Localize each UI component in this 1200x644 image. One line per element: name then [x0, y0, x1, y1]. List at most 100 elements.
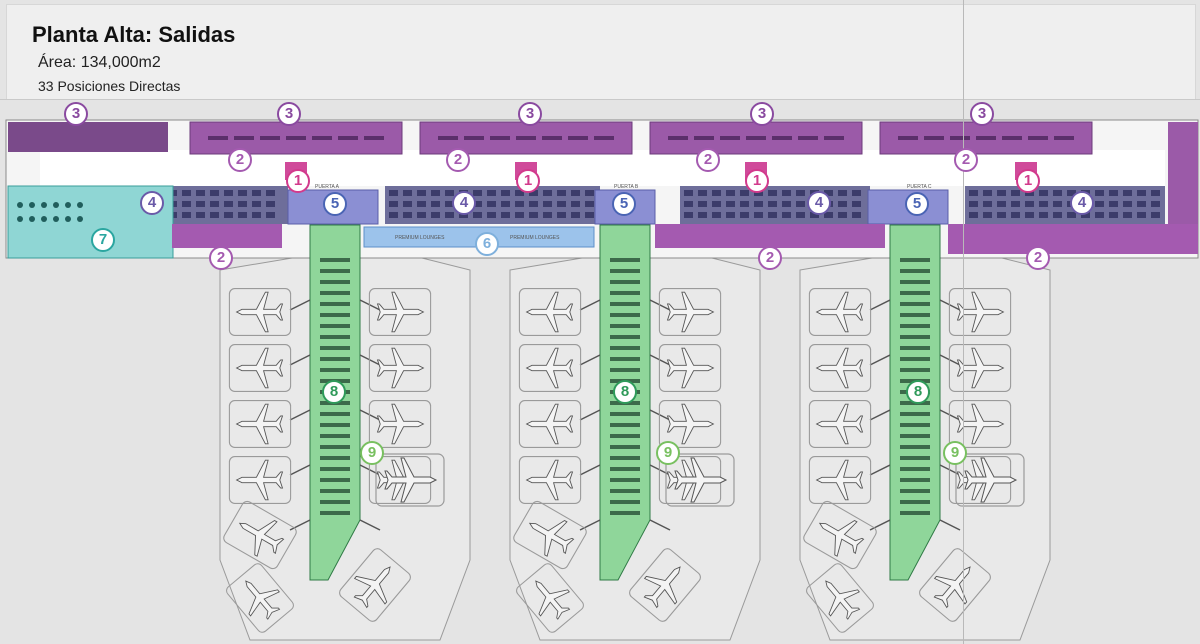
seat: [515, 212, 524, 218]
pier-seat-row: [610, 346, 640, 350]
aircraft: [808, 344, 872, 392]
boarding-bridge: [359, 299, 381, 311]
aircraft: [955, 453, 1025, 507]
seat: [196, 201, 205, 207]
seat: [389, 201, 398, 207]
seat: [1067, 190, 1076, 196]
boarding-bridge: [649, 299, 671, 311]
seat: [712, 212, 721, 218]
aircraft-shape: [235, 403, 284, 445]
seat-row: [798, 136, 818, 140]
stand-outline: [516, 563, 584, 633]
stand-outline: [919, 548, 991, 622]
premium-lounges-label-2: PREMIUM LOUNGES: [510, 235, 560, 241]
stand-outline: [808, 288, 872, 336]
aircraft: [948, 400, 1012, 448]
seat: [782, 190, 791, 196]
aircraft: [368, 400, 432, 448]
seat: [487, 201, 496, 207]
zone-badge: 8: [613, 380, 637, 404]
pier-seat-row: [320, 434, 350, 438]
zone-badge: 8: [322, 380, 346, 404]
seat-row: [312, 136, 332, 140]
aircraft-shape: [815, 347, 864, 389]
seat: [210, 190, 219, 196]
stand-outline: [948, 288, 1012, 336]
aircraft: [228, 400, 292, 448]
seat: [585, 212, 594, 218]
pier-seat-row: [320, 368, 350, 372]
aircraft-shape: [525, 347, 574, 389]
pier-seat-row: [900, 478, 930, 482]
seat: [445, 201, 454, 207]
seat: [983, 190, 992, 196]
seat: [1137, 190, 1146, 196]
seat-row: [260, 136, 280, 140]
zone-badge: 6: [475, 232, 499, 256]
boarding-bridge: [869, 354, 891, 366]
stand-outline: [948, 400, 1012, 448]
boarding-bridge: [869, 409, 891, 421]
aircraft-shape: [235, 347, 284, 389]
seat-row: [338, 136, 358, 140]
aircraft-shape: [964, 457, 1018, 503]
aircraft-shape: [956, 403, 1005, 445]
aircraft-shape: [956, 347, 1005, 389]
puerta-a-label: PUERTA A: [315, 184, 340, 190]
seat: [1025, 212, 1034, 218]
service-fixture: [41, 202, 47, 208]
seat: [810, 212, 819, 218]
stand-outline: [665, 453, 735, 507]
seat: [501, 190, 510, 196]
seat: [1081, 212, 1090, 218]
seat: [684, 212, 693, 218]
aircraft-shape: [825, 580, 861, 620]
seat: [838, 212, 847, 218]
seat: [473, 212, 482, 218]
stand-outline: [339, 548, 411, 622]
pier-seat-row: [900, 291, 930, 295]
seat: [196, 212, 205, 218]
aircraft: [518, 400, 582, 448]
boarding-bridge: [359, 354, 381, 366]
aircraft: [658, 400, 722, 448]
service-fixture: [53, 202, 59, 208]
boarding-bridge: [289, 409, 311, 421]
aircraft-shape: [245, 580, 281, 620]
seat: [252, 190, 261, 196]
boarding-bridge: [649, 519, 671, 531]
zone-badge: 3: [64, 102, 88, 126]
pier-seat-row: [610, 280, 640, 284]
aircraft-shape: [235, 459, 284, 501]
service-fixture: [29, 216, 35, 222]
shop-strip: [655, 224, 885, 248]
seat: [726, 212, 735, 218]
aircraft: [228, 288, 292, 336]
aircraft: [518, 344, 582, 392]
stand-outline: [518, 456, 582, 504]
stand-outline: [228, 456, 292, 504]
aircraft-shape: [525, 291, 574, 333]
seat: [712, 190, 721, 196]
pier-seat-row: [900, 368, 930, 372]
seat: [1095, 212, 1104, 218]
aircraft: [629, 548, 701, 622]
pier-seat-row: [320, 291, 350, 295]
premium-lounges-label-1: PREMIUM LOUNGES: [395, 235, 445, 241]
aircraft: [368, 344, 432, 392]
seat: [1039, 190, 1048, 196]
pier-seat-row: [320, 478, 350, 482]
aircraft: [948, 288, 1012, 336]
seat: [698, 190, 707, 196]
pier-seat-row: [900, 313, 930, 317]
pier-seat-row: [320, 335, 350, 339]
seat: [796, 212, 805, 218]
pier-seat-row: [610, 434, 640, 438]
seat: [1095, 201, 1104, 207]
pier-seat-row: [610, 302, 640, 306]
seat: [252, 201, 261, 207]
pier-seat-row: [320, 280, 350, 284]
stand-outline: [228, 344, 292, 392]
boarding-bridge: [359, 519, 381, 531]
stand-outline: [223, 500, 297, 570]
